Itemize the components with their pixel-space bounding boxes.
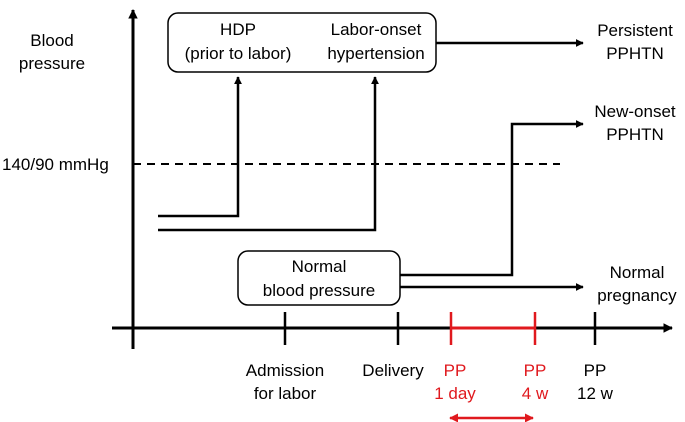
timepoint-pp-1day-line1: PP <box>444 361 467 380</box>
labor-onset-label-line1: Labor-onset <box>331 20 422 39</box>
timepoint-delivery: Delivery <box>362 361 424 380</box>
hdp-path-arrow <box>158 76 243 218</box>
labor-onset-label-line2: hypertension <box>327 44 424 63</box>
y-axis-label-line1: Blood <box>30 31 73 50</box>
labor-onset-path-arrow <box>158 76 380 232</box>
normal-bp-label-line1: Normal <box>292 257 347 276</box>
normal-bp-box <box>237 250 401 306</box>
timepoint-admission-line2: for labor <box>254 384 317 403</box>
outcome-normal-pregnancy-line2: pregnancy <box>597 286 677 305</box>
y-axis-label-line2: pressure <box>19 54 85 73</box>
threshold-label: 140/90 mmHg <box>2 155 109 174</box>
outcome-persistent-line2: PPHTN <box>606 44 664 63</box>
timepoint-pp-12w-line2: 12 w <box>577 384 614 403</box>
outcome-new-onset-line2: PPHTN <box>606 125 664 144</box>
hdp-label-line1: HDP <box>220 20 256 39</box>
new-onset-path-arrow <box>400 119 584 277</box>
timepoint-pp-12w-line1: PP <box>584 361 607 380</box>
timepoint-admission-line1: Admission <box>246 361 324 380</box>
outcome-new-onset-line1: New-onset <box>594 102 676 121</box>
timepoint-pp-4w-line1: PP <box>524 361 547 380</box>
timepoint-pp-4w-line2: 4 w <box>522 384 549 403</box>
hdp-label-line2: (prior to labor) <box>185 44 292 63</box>
timepoint-pp-1day-line2: 1 day <box>434 384 476 403</box>
outcome-normal-pregnancy-line1: Normal <box>610 263 665 282</box>
outcome-persistent-line1: Persistent <box>597 21 673 40</box>
normal-bp-label-line2: blood pressure <box>263 281 375 300</box>
